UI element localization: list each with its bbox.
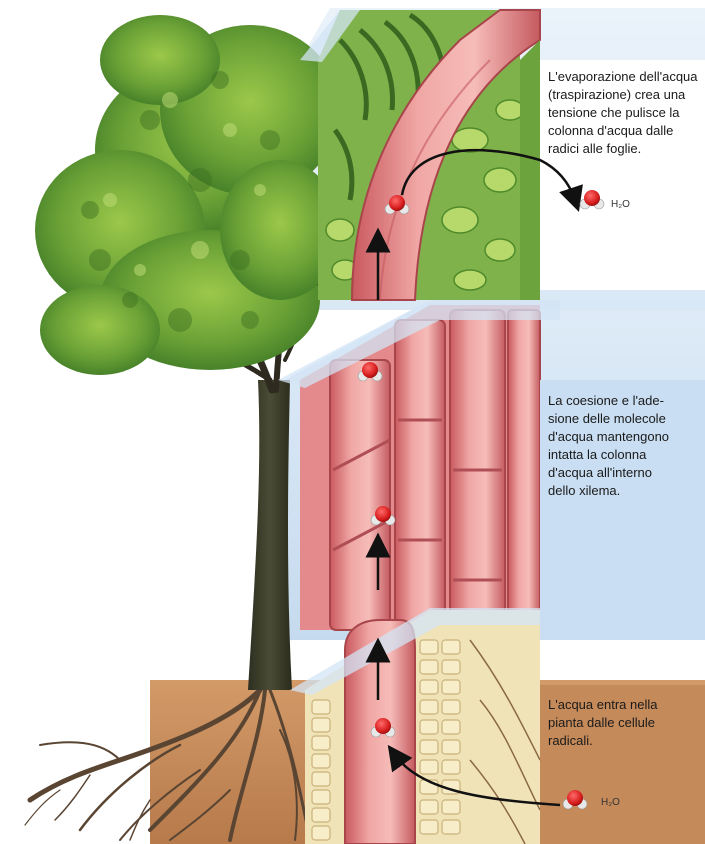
- callout-cohesion: La coesione e l'ade- sione delle molecol…: [548, 392, 698, 500]
- callout-line: dello xilema.: [548, 482, 698, 500]
- callout-line: pianta dalle cellule: [548, 714, 688, 732]
- callout-line: radicali.: [548, 732, 688, 750]
- h2o-label-top: H₂O: [611, 199, 630, 210]
- callout-line: sione delle molecole: [548, 410, 698, 428]
- callout-line: La coesione e l'ade-: [548, 392, 698, 410]
- callout-transpiration: L'evaporazione dell'acqua (traspirazione…: [548, 68, 705, 158]
- callout-line: d'acqua mantengono: [548, 428, 698, 446]
- callout-line: radici alle foglie.: [548, 140, 705, 158]
- callout-line: L'evaporazione dell'acqua: [548, 68, 705, 86]
- callout-line: (traspirazione) crea una: [548, 86, 705, 104]
- leaf-section: [318, 10, 540, 300]
- callout-line: intatta la colonna: [548, 446, 698, 464]
- callout-line: tensione che pulisce la: [548, 104, 705, 122]
- root-section: [305, 610, 540, 844]
- h2o-label-bottom: H₂O: [601, 797, 620, 808]
- tree-trunk: [248, 380, 292, 690]
- callout-line: colonna d'acqua dalle: [548, 122, 705, 140]
- callout-root-uptake: L'acqua entra nella pianta dalle cellule…: [548, 696, 688, 750]
- callout-line: L'acqua entra nella: [548, 696, 688, 714]
- callout-line: d'acqua all'interno: [548, 464, 698, 482]
